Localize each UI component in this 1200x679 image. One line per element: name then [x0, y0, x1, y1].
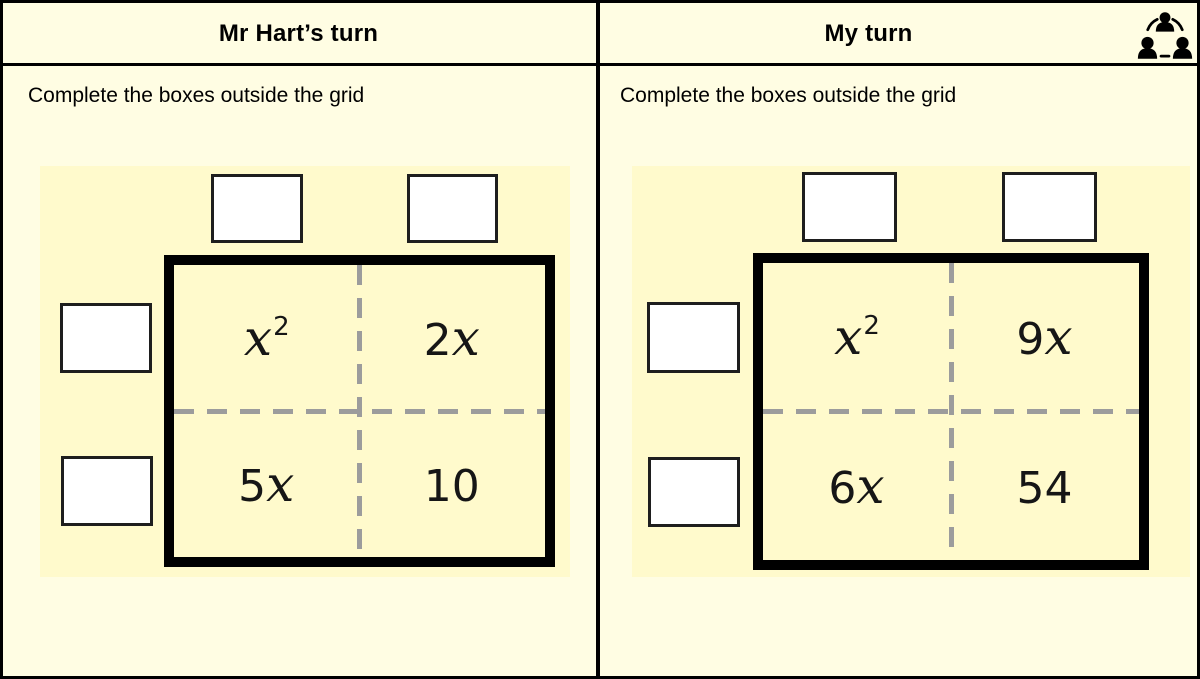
dashed-divider-horizontal: [763, 409, 1139, 414]
grid-cell-10: 10: [423, 461, 480, 512]
grid-cell-54: 54: [1016, 462, 1073, 514]
multiplication-grid-right: x2 9x 6x 54: [753, 253, 1149, 570]
answer-box-side-factor-1-right-panel[interactable]: [647, 302, 740, 373]
panel-title-right: My turn: [824, 20, 913, 47]
answer-box-top-factor-1-right-panel[interactable]: [802, 172, 897, 242]
header-divider-line: [0, 63, 1200, 66]
center-divider-line: [596, 0, 600, 679]
instruction-text-right: Complete the boxes outside the grid: [620, 84, 957, 107]
grid-cell-5x: 5x: [238, 455, 295, 513]
answer-box-top-factor-1-left-panel[interactable]: [211, 174, 303, 243]
multiplication-grid-left: x2 2x 5x 10: [164, 255, 555, 567]
grid-cell-6x: 6x: [828, 456, 885, 515]
grid-cell-2x: 2x: [423, 309, 480, 367]
grid-cell-x-squared: x2: [834, 308, 880, 367]
answer-box-side-factor-2-right-panel[interactable]: [648, 457, 740, 527]
answer-box-side-factor-2-left-panel[interactable]: [61, 456, 153, 526]
grid-cell-9x: 9x: [1016, 308, 1073, 367]
three-people-group-icon: [1137, 12, 1193, 59]
instruction-text-left: Complete the boxes outside the grid: [28, 84, 365, 107]
answer-box-top-factor-2-right-panel[interactable]: [1002, 172, 1097, 242]
answer-box-top-factor-2-left-panel[interactable]: [407, 174, 498, 243]
dashed-divider-horizontal: [174, 408, 545, 414]
grid-cell-x-squared: x2: [243, 309, 290, 367]
panel-title-left: Mr Hart’s turn: [218, 20, 379, 47]
answer-box-side-factor-1-left-panel[interactable]: [60, 303, 152, 373]
